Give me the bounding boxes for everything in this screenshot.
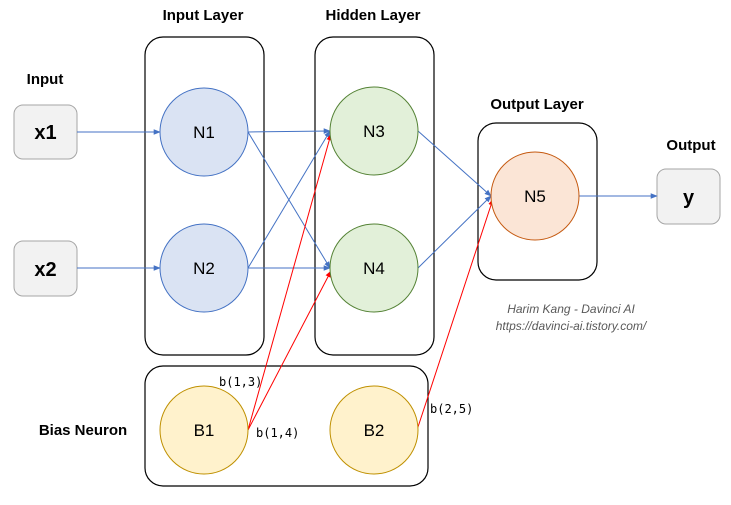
credit-url: https://davinci-ai.tistory.com/: [496, 319, 648, 333]
node-b2: [329, 385, 419, 475]
x2-label: x2: [34, 259, 56, 281]
node-n4: [329, 223, 419, 313]
node-b1-label: B1: [194, 421, 215, 440]
x1-label: x1: [34, 122, 56, 144]
y-label: y: [683, 187, 695, 209]
bias-edge-b1-n3: [247, 133, 332, 431]
input-title: Input: [27, 71, 64, 88]
input-layer-title: Input Layer: [163, 7, 244, 24]
node-n2-label: N2: [193, 259, 215, 278]
edge-n1-n3: [247, 128, 331, 134]
output-title: Output: [666, 137, 715, 154]
node-n2: [159, 223, 249, 313]
node-n3-label: N3: [363, 122, 385, 141]
edge-n3-n5: [417, 130, 492, 197]
node-n3: [329, 86, 419, 176]
bias-neuron-box: [144, 365, 429, 487]
node-n5: [490, 151, 580, 241]
bias-edge-b2-n5: [416, 198, 494, 431]
hidden-layer-title: Hidden Layer: [325, 7, 420, 24]
bias-edge-b1-n4: [247, 270, 332, 431]
bias-label-b25: b(2,5): [430, 402, 473, 416]
node-b1: [159, 385, 249, 475]
output-layer-title: Output Layer: [490, 96, 584, 113]
input-layer-box: [144, 36, 265, 356]
bias-label-b14: b(1,4): [256, 426, 299, 440]
credit-author: Harim Kang - Davinci AI: [507, 302, 635, 316]
hidden-layer-box: [314, 36, 435, 356]
node-n5-label: N5: [524, 187, 546, 206]
bias-label-b13: b(1,3): [219, 375, 262, 389]
edge-n2-n3: [247, 130, 331, 269]
bias-neuron-title: Bias Neuron: [39, 422, 127, 439]
node-n1: [159, 87, 249, 177]
node-n1-label: N1: [193, 123, 215, 142]
node-b2-label: B2: [364, 421, 385, 440]
output-layer-box: [477, 122, 598, 281]
edge-n4-n5: [417, 195, 492, 269]
node-n4-label: N4: [363, 259, 385, 278]
